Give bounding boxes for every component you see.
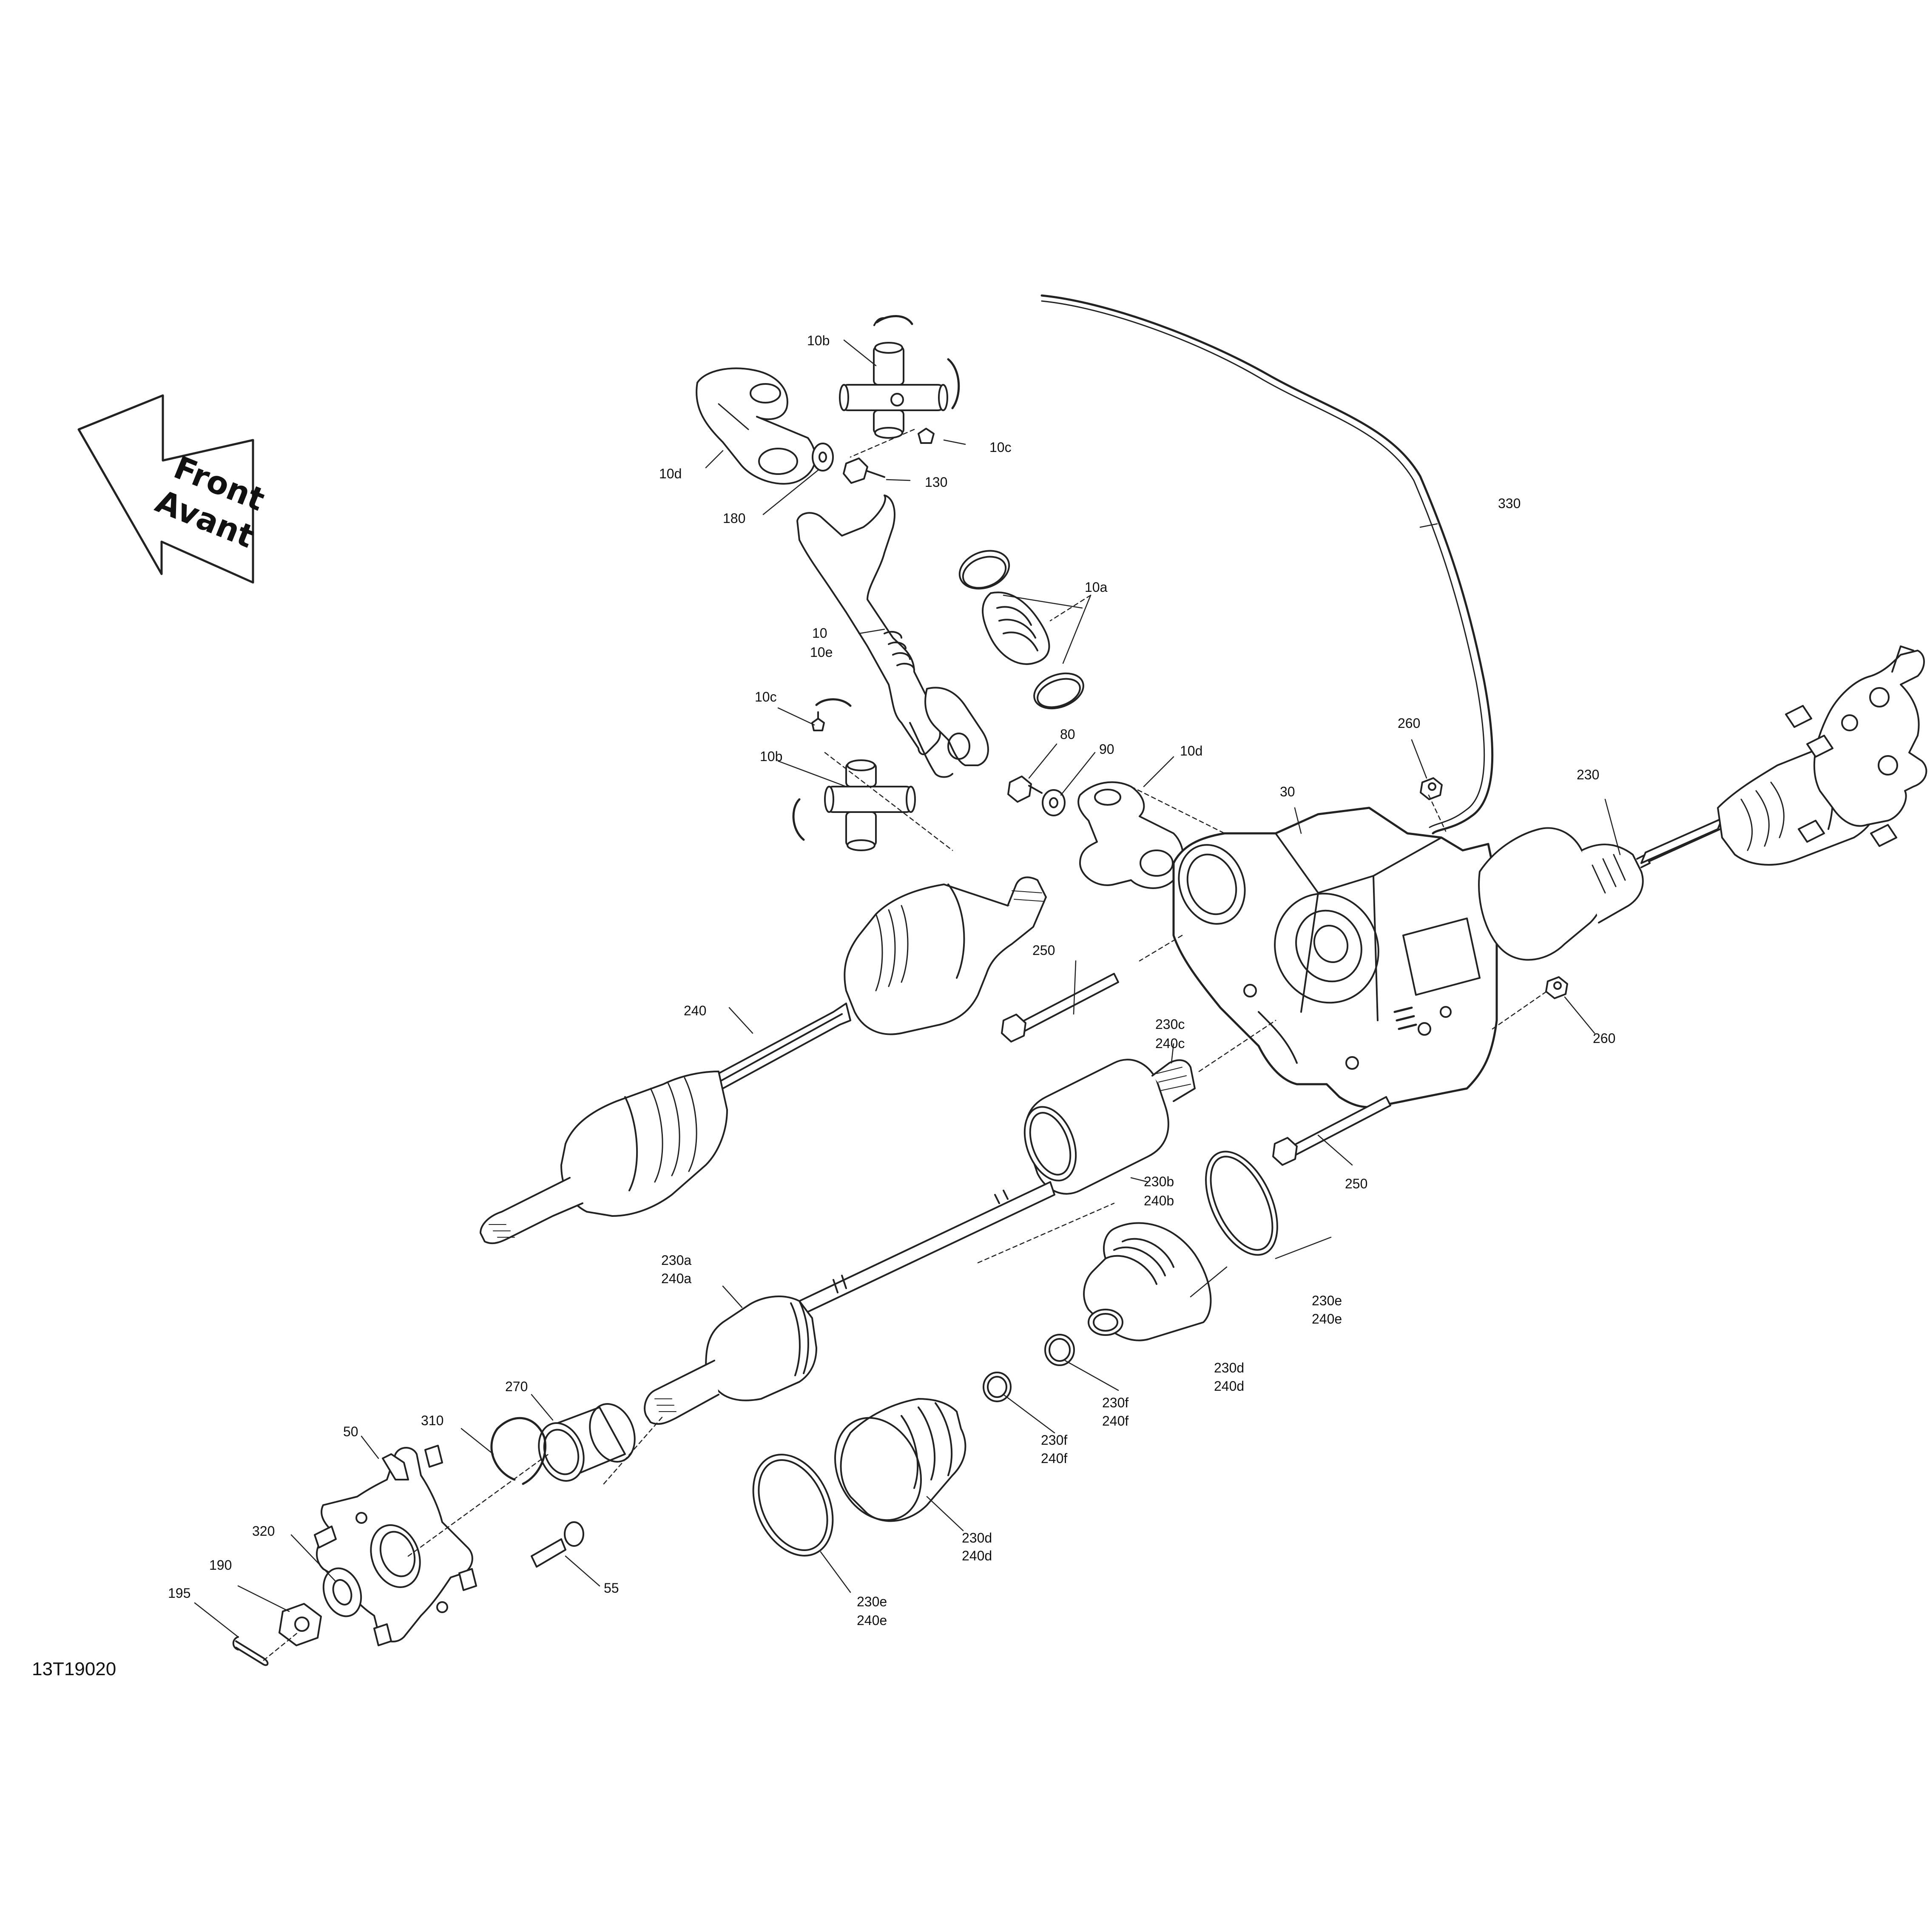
washer-180 (812, 443, 834, 472)
callout-10d-top: 10d (659, 466, 682, 481)
callout-240e-right: 240e (1312, 1311, 1342, 1327)
callout-230d-right: 230d (1214, 1360, 1244, 1375)
callout-240c: 240c (1155, 1036, 1185, 1051)
callout-80: 80 (1060, 727, 1075, 742)
callout-10e: 10e (810, 645, 833, 660)
callout-330: 330 (1498, 496, 1521, 511)
callout-250-top: 250 (1032, 943, 1055, 958)
boot-10a (958, 550, 1084, 710)
callout-250-right: 250 (1345, 1176, 1367, 1191)
wheel-hub-50 (314, 1445, 477, 1646)
callout-10: 10 (812, 625, 827, 641)
clamp-230f-b (983, 1372, 1012, 1402)
yoke-10d-bottom (1077, 781, 1184, 889)
yoke-10d-top (696, 367, 816, 485)
bolt-250-top (1001, 973, 1119, 1043)
clamp-230e-lower (752, 1454, 834, 1557)
breather-tube (1040, 294, 1494, 835)
callout-320: 320 (252, 1523, 275, 1539)
callout-30: 30 (1280, 784, 1295, 799)
callout-55: 55 (604, 1580, 619, 1596)
callout-230f-a: 230f (1102, 1395, 1128, 1410)
bolt-80 (1007, 776, 1043, 803)
washer-320 (322, 1567, 362, 1617)
callout-130: 130 (925, 474, 947, 490)
callout-310: 310 (421, 1413, 443, 1428)
callout-10a: 10a (1085, 580, 1108, 595)
callout-10b-top: 10b (807, 333, 830, 348)
universal-joint-top (839, 315, 960, 444)
washer-90 (1042, 789, 1066, 816)
front-direction-arrow: Front Avant (77, 394, 270, 584)
callout-240d-right: 240d (1214, 1378, 1244, 1394)
circlip-310 (490, 1417, 547, 1485)
drive-axle-230-exploded (644, 1059, 1196, 1425)
callout-240f-b: 240f (1041, 1451, 1067, 1466)
bolt-130 (843, 457, 885, 484)
nut-260-top (1420, 777, 1443, 800)
callout-50: 50 (343, 1424, 358, 1439)
nut-260-right (1545, 976, 1568, 999)
boot-230d-right (1083, 1222, 1212, 1341)
clamp-230f-a (1044, 1334, 1075, 1366)
callout-10c-bottom: 10c (755, 689, 777, 705)
callout-10b-bottom: 10b (760, 749, 782, 764)
callout-240d-lower: 240d (962, 1548, 992, 1563)
callout-195: 195 (168, 1585, 190, 1601)
callout-10d-bottom: 10d (1180, 743, 1202, 759)
leader-lines (194, 339, 1621, 1661)
bearing-270 (538, 1403, 636, 1482)
callout-10c-top: 10c (989, 440, 1012, 455)
callout-230e-right: 230e (1312, 1293, 1342, 1308)
callout-230a: 230a (661, 1253, 691, 1268)
callout-260-top: 260 (1398, 716, 1420, 731)
stud-55 (531, 1521, 584, 1568)
callout-270: 270 (505, 1379, 528, 1394)
callout-90: 90 (1099, 742, 1114, 757)
bolt-250-right (1272, 1096, 1391, 1166)
diagram-code: 13T19020 (32, 1659, 116, 1679)
callout-230e-lower: 230e (857, 1594, 887, 1609)
callout-190: 190 (209, 1557, 232, 1573)
callout-260-right: 260 (1593, 1031, 1615, 1046)
callout-230f-b: 230f (1041, 1432, 1067, 1448)
callout-230c: 230c (1155, 1017, 1185, 1032)
callout-240b: 240b (1144, 1193, 1174, 1208)
callout-240: 240 (684, 1003, 706, 1018)
callout-230b: 230b (1144, 1174, 1174, 1189)
front-differential-30 (1172, 807, 1498, 1108)
callout-240a: 240a (661, 1271, 691, 1286)
callout-230: 230 (1577, 767, 1599, 782)
prop-shaft-10 (796, 494, 989, 778)
boot-230d-lower (834, 1398, 966, 1522)
clamp-230e-right (1205, 1151, 1278, 1256)
castle-nut-190 (279, 1603, 322, 1646)
cotter-pin-195 (232, 1636, 269, 1666)
callout-labels: 10b 10c 10d 130 180 330 10a 10 10e 10c 1… (168, 333, 1615, 1628)
drive-axle-230 (1478, 645, 1927, 961)
universal-joint-bottom (792, 698, 916, 851)
callout-180: 180 (723, 511, 745, 526)
callout-230d-lower: 230d (962, 1530, 992, 1546)
callout-240e-lower: 240e (857, 1613, 887, 1628)
callout-240f-a: 240f (1102, 1413, 1128, 1429)
drive-axle-240 (480, 876, 1047, 1244)
